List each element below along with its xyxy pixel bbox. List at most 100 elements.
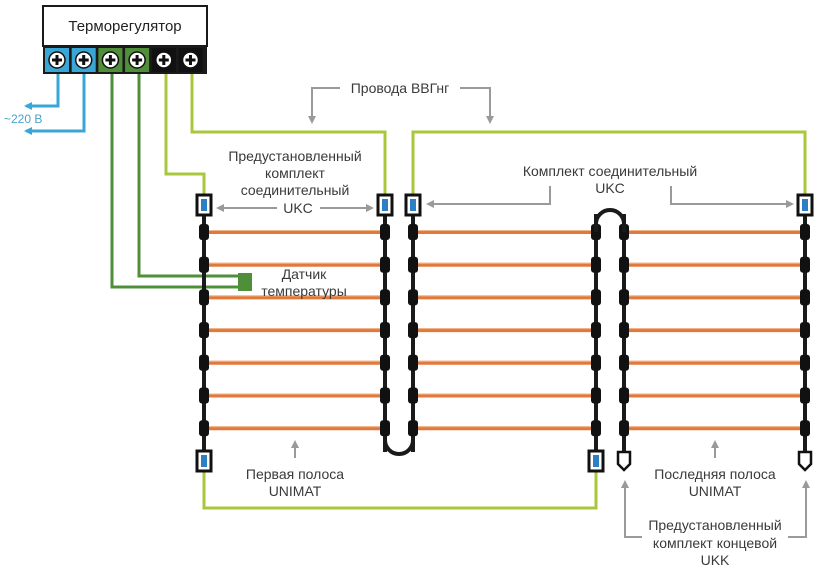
load-wire-3 [411,130,807,196]
screw-plus-icon [101,51,120,69]
rung-joint [408,256,418,273]
heating-strips [195,193,814,473]
sensor-label-1: Датчик [282,266,327,282]
rung-joint [380,256,390,273]
preinstalled-ukk-label-3: UKK [701,552,730,568]
ukc-connector [376,193,394,217]
rung-joint [199,420,209,437]
rung-joint [380,322,390,339]
temperature-sensor [238,273,252,291]
rung-joint [591,256,601,273]
rung-joint [199,224,209,240]
thermostat-body [42,5,208,47]
sensor-terminal-2 [125,48,150,72]
preinstalled-ukk-label-1: Предустановленный [648,517,781,533]
top-loop-cable [594,208,626,232]
screw-plus-icon [155,51,173,69]
power-terminal-1 [45,48,69,72]
preinstalled-ukc-label-4: UKC [283,200,313,216]
sensor-terminal-1 [98,48,123,72]
rung-joint [408,387,418,404]
labels: Провода ВВГнг Предустановленный комплект… [228,80,781,568]
ukc-connector [195,449,213,473]
rung-joint [800,224,810,240]
thermostat: Терморегулятор [42,5,208,74]
connector-inner [382,199,388,211]
rung-joint [380,354,390,371]
ukk-arrow-right [788,480,810,538]
rung-joint [408,224,418,240]
wires-label: Провода ВВГнг [351,80,450,96]
preinstalled-ukc-label-2: комплект [265,165,326,181]
preinstalled-ukk-label-2: комплект концевой [653,535,777,551]
rung-joint [800,420,810,437]
wires-arrow-left [308,87,340,124]
power-wire-1 [24,74,60,110]
rung-joint [591,420,601,437]
screw-plus-icon [48,51,66,69]
first-strip-label-1: Первая полоса [246,466,344,482]
rung-joint [380,387,390,404]
rung-joint [800,322,810,339]
ukc-connector [587,449,605,473]
power-terminal-2 [71,48,96,72]
annotation-arrows [216,87,810,538]
ukk-arrow-left [621,480,642,538]
rung-joint [591,354,601,371]
connector-inner [201,455,207,467]
sensor-wire-1 [110,74,240,289]
thermostat-title: Терморегулятор [68,18,181,35]
rung-joint [408,420,418,437]
rung-joint [619,289,629,306]
load-terminal-2 [178,48,203,72]
ukc-kit-label-1: Комплект соединительный [523,163,697,179]
middle-strip [408,214,601,452]
sensor-wires [110,74,252,291]
first-strip-label-2: UNIMAT [269,483,322,499]
preinstalled-ukc-label-3: соединительный [241,182,350,198]
screw-plus-icon [74,51,93,69]
rung-joint [591,322,601,339]
screw-plus-icon [181,51,200,69]
sensor-label-2: температуры [261,283,347,299]
rung-joint [199,322,209,339]
load-wires [164,74,807,510]
rung-joint [800,387,810,404]
rung-joint [408,322,418,339]
rung-joint [380,420,390,437]
rung-joint [199,256,209,273]
rung-joint [591,387,601,404]
rung-joint [619,420,629,437]
load-wire-2 [190,74,387,196]
last-strip-label-1: Последняя полоса [654,466,776,482]
ukc-kit-label-2: UKC [595,180,625,196]
rung-joint [591,289,601,306]
power-wire-2 [24,74,86,135]
voltage-label: ~220 В [4,112,42,126]
rung-joint [800,354,810,371]
ukc-connector [796,193,814,217]
rung-joint [800,256,810,273]
power-wires: ~220 В [4,74,86,135]
sensor-wire-2 [137,74,240,278]
screw-plus-icon [128,51,146,69]
ukk-end-cap [797,450,813,472]
preinstalled-ukc-label-1: Предустановленный [228,148,361,164]
connector-inner [593,455,599,467]
rung-joint [619,322,629,339]
wires-arrow-right [460,87,494,124]
rung-joint [199,387,209,404]
connector-inner [201,199,207,211]
connector-inner [802,199,808,211]
rung-joint [380,289,390,306]
load-wire-1 [164,74,206,196]
rung-joint [619,256,629,273]
rung-joint [408,289,418,306]
bottom-loop-cable [383,436,415,456]
rung-joint [199,289,209,306]
rung-joint [619,387,629,404]
rung-joint [199,354,209,371]
first-strip [199,214,390,452]
last-strip-label-2: UNIMAT [689,483,742,499]
